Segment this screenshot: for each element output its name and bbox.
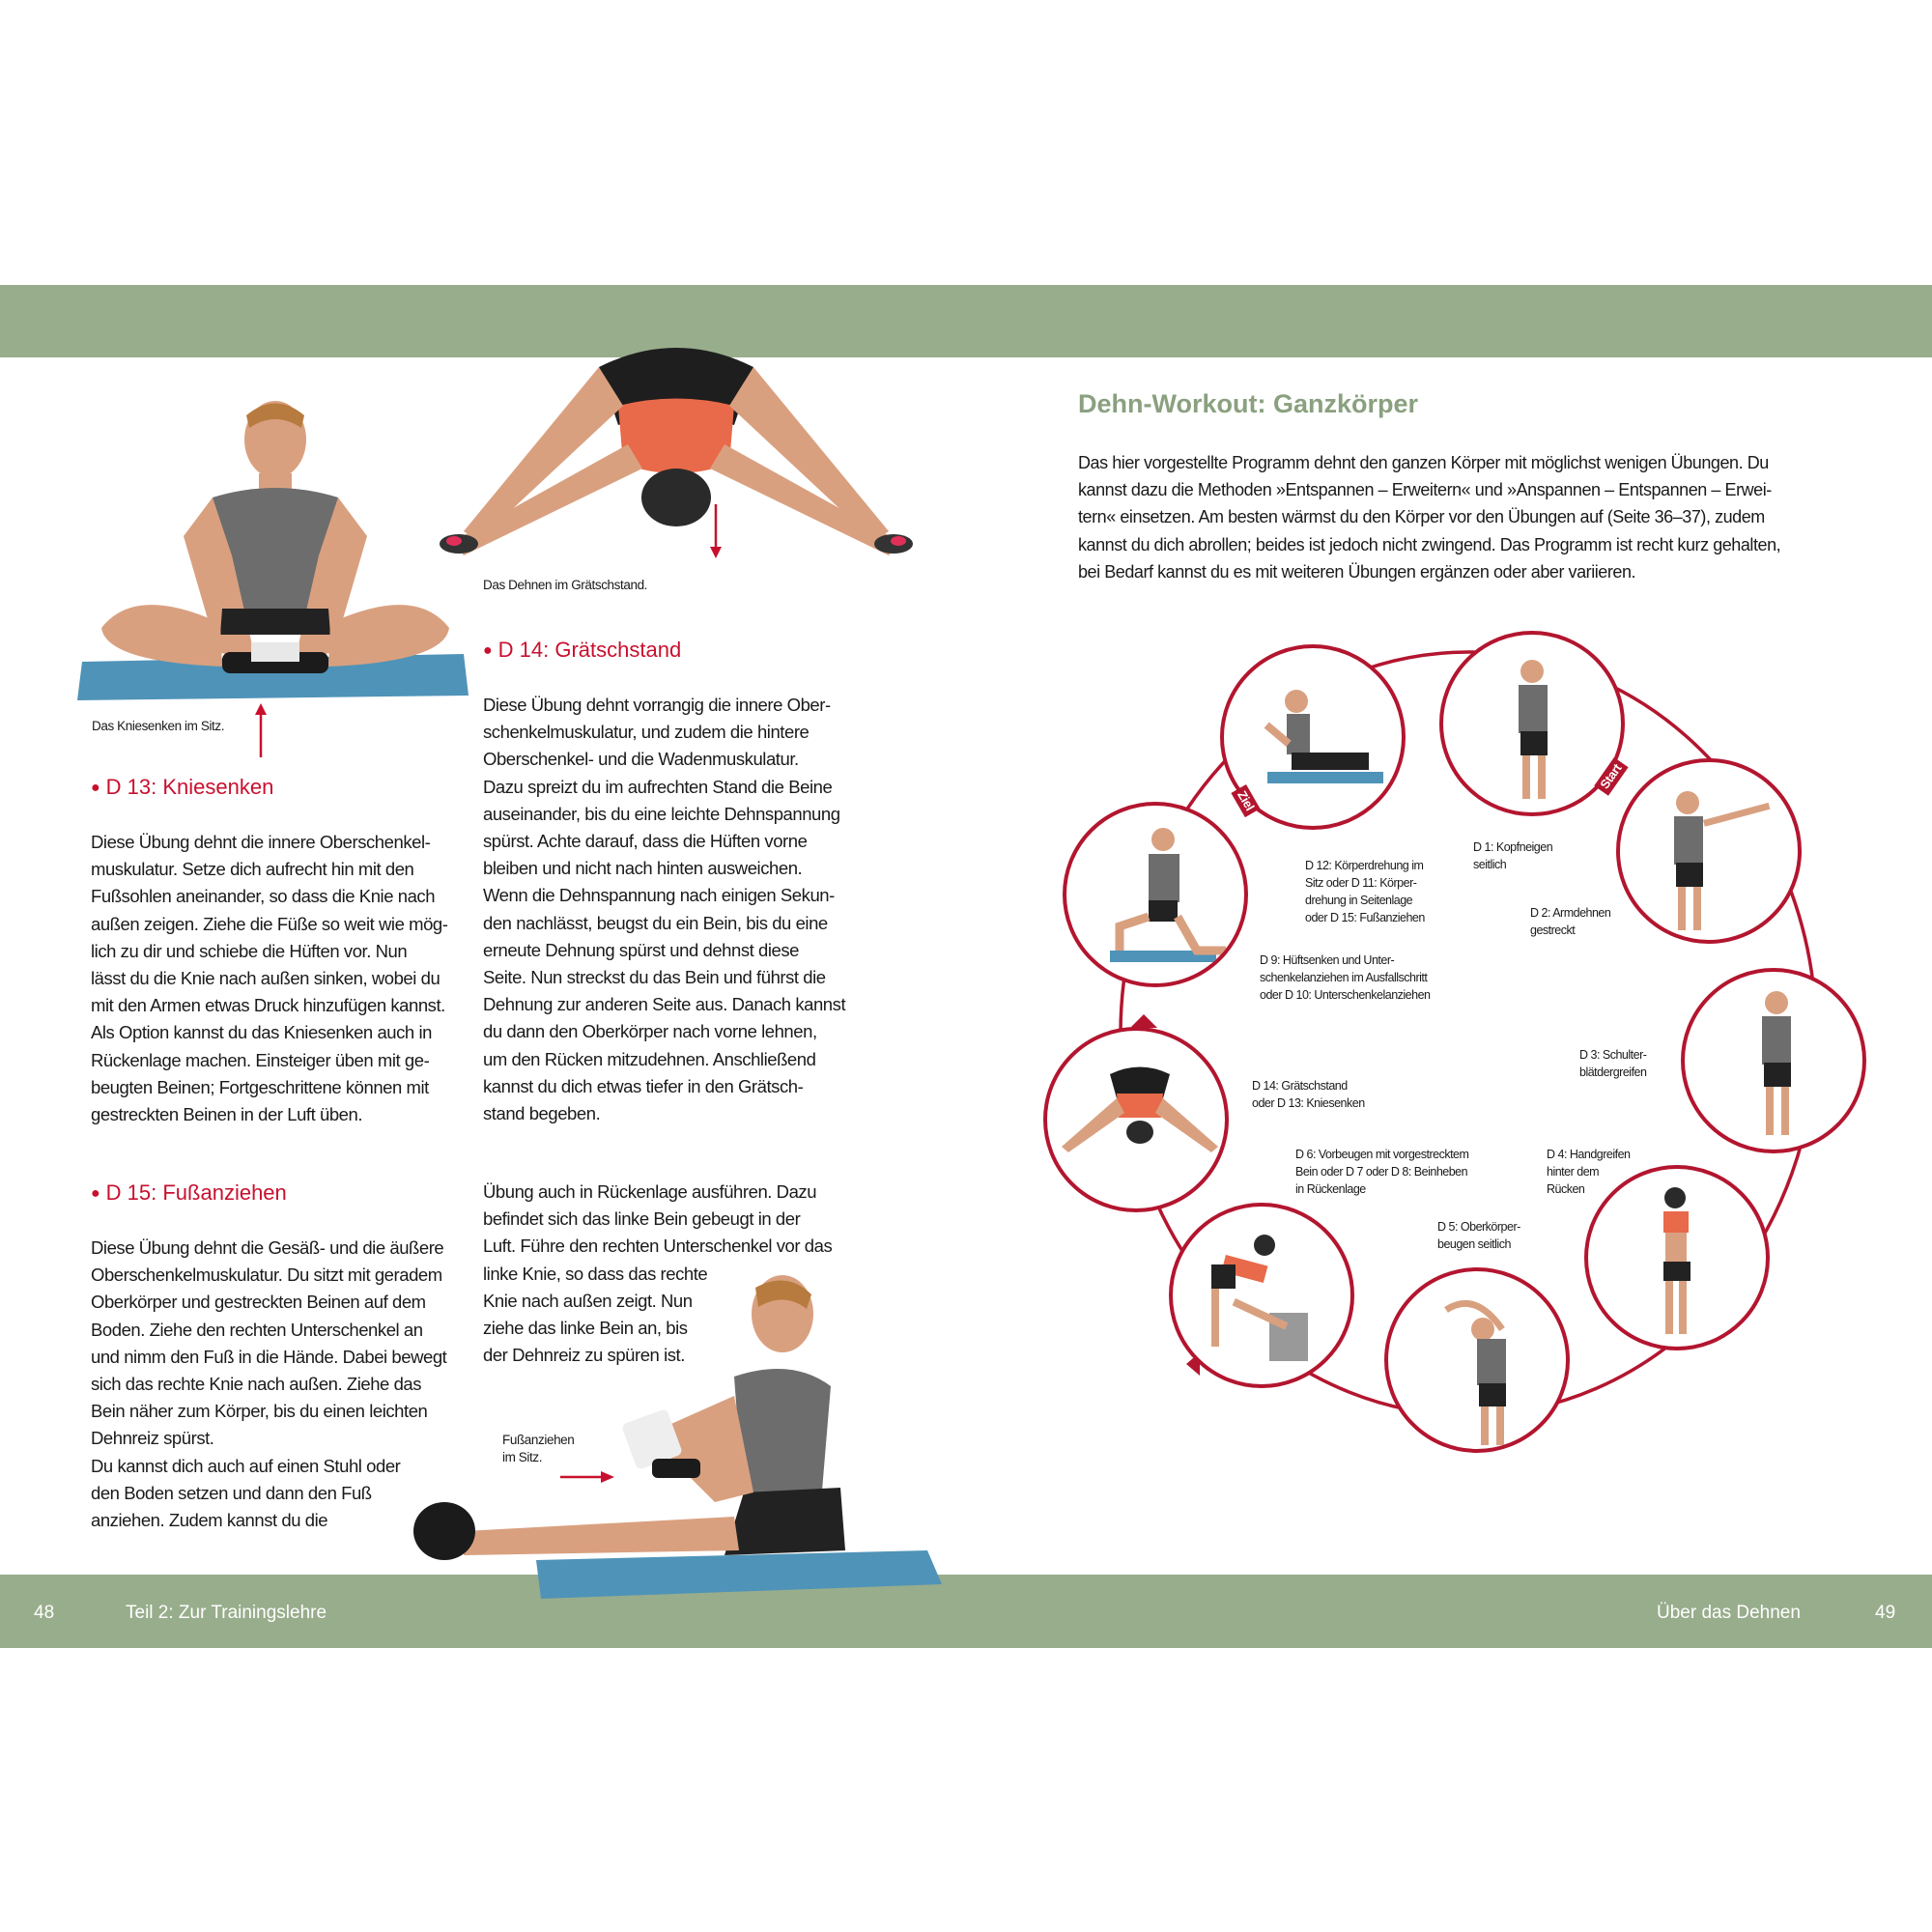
text-d15: Diese Übung dehnt die Gesäß- und die äuß… bbox=[91, 1237, 447, 1531]
circle-d5 bbox=[1384, 1267, 1570, 1453]
text-d13: Diese Übung dehnt die innere Oberschenke… bbox=[91, 832, 448, 1125]
label-d6: D 6: Vorbeugen mit vorgestrecktem Bein o… bbox=[1295, 1148, 1469, 1196]
circle-d4 bbox=[1584, 1165, 1770, 1350]
circle-d9 bbox=[1063, 802, 1248, 987]
bullet-icon: ● bbox=[483, 642, 493, 659]
circle-d3 bbox=[1681, 968, 1866, 1153]
label-d2: D 2: Armdehnen gestreckt bbox=[1530, 906, 1611, 937]
circle-d6 bbox=[1169, 1203, 1354, 1388]
photo-kniesenken bbox=[77, 401, 469, 700]
label-d1: D 1: Kopfneigen seitlich bbox=[1473, 840, 1553, 871]
header-band bbox=[0, 285, 1932, 357]
photo-graetschstand bbox=[440, 348, 913, 555]
label-d9: D 9: Hüftsenken und Unter- schenkelanzie… bbox=[1260, 953, 1431, 1002]
page-title: Dehn-Workout: Ganzkörper bbox=[1078, 389, 1419, 418]
circle-d2 bbox=[1616, 758, 1802, 944]
arrow-up-icon bbox=[255, 703, 267, 757]
caption-graetschstand: Das Dehnen im Grätschstand. bbox=[483, 578, 648, 592]
circle-d12 bbox=[1220, 644, 1406, 830]
section-right: Über das Dehnen bbox=[1657, 1603, 1801, 1623]
text-d14: Diese Übung dehnt vorrangig die innere O… bbox=[483, 695, 846, 1124]
label-d3: D 3: Schulter- blätdergreifen bbox=[1579, 1048, 1647, 1079]
footer-band bbox=[0, 1575, 1932, 1648]
bullet-icon: ● bbox=[91, 780, 100, 796]
page-number-right: 49 bbox=[1875, 1603, 1896, 1623]
text-d15-continued: Übung auch in Rückenlage ausführen. Dazu… bbox=[483, 1181, 833, 1366]
heading-d14: ●D 14: Grätschstand bbox=[483, 638, 682, 662]
intro-text: Das hier vorgestellte Programm dehnt den… bbox=[1078, 453, 1781, 582]
label-d5: D 5: Oberkörper- beugen seitlich bbox=[1437, 1220, 1520, 1251]
bullet-icon: ● bbox=[91, 1185, 100, 1202]
section-left: Teil 2: Zur Trainingslehre bbox=[126, 1603, 327, 1623]
label-d4: D 4: Handgreifen hinter dem Rücken bbox=[1547, 1148, 1631, 1196]
circle-d1 bbox=[1439, 631, 1625, 816]
heading-d13: ●D 13: Kniesenken bbox=[91, 775, 274, 799]
arrow-down-icon bbox=[710, 504, 722, 558]
photo-fussanziehen bbox=[413, 1275, 942, 1599]
label-d14-label: D 14: Grätschstand oder D 13: Kniesenken bbox=[1252, 1079, 1365, 1110]
caption-fussanziehen: Fußanziehen im Sitz. bbox=[502, 1433, 575, 1464]
label-d12: D 12: Körperdrehung im Sitz oder D 11: K… bbox=[1305, 859, 1425, 924]
arrow-right-icon bbox=[560, 1471, 614, 1483]
circle-d14 bbox=[1043, 1027, 1229, 1212]
heading-d15: ●D 15: Fußanziehen bbox=[91, 1180, 287, 1205]
caption-kniesenken: Das Kniesenken im Sitz. bbox=[92, 719, 225, 733]
page-number-left: 48 bbox=[34, 1603, 55, 1623]
